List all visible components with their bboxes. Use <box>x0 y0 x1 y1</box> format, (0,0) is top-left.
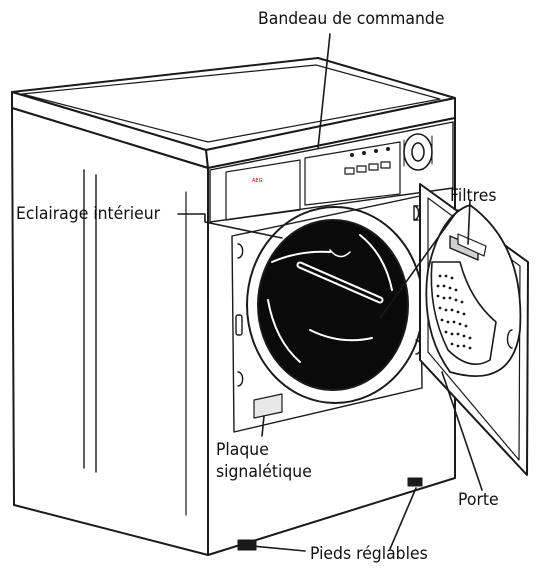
label-plaque: Plaque <box>216 440 269 460</box>
label-pieds-reglables: Pieds réglables <box>310 544 428 564</box>
svg-text:AEG: AEG <box>252 178 263 184</box>
label-signaletique: signalétique <box>216 462 312 482</box>
label-bandeau-de-commande: Bandeau de commande <box>258 9 444 29</box>
label-eclairage-interieur: Eclairage intérieur <box>16 204 160 224</box>
leader-pieds-left <box>252 546 305 551</box>
label-porte: Porte <box>458 490 499 510</box>
label-filtres: Filtres <box>450 186 497 206</box>
left-side-panel <box>12 108 208 555</box>
